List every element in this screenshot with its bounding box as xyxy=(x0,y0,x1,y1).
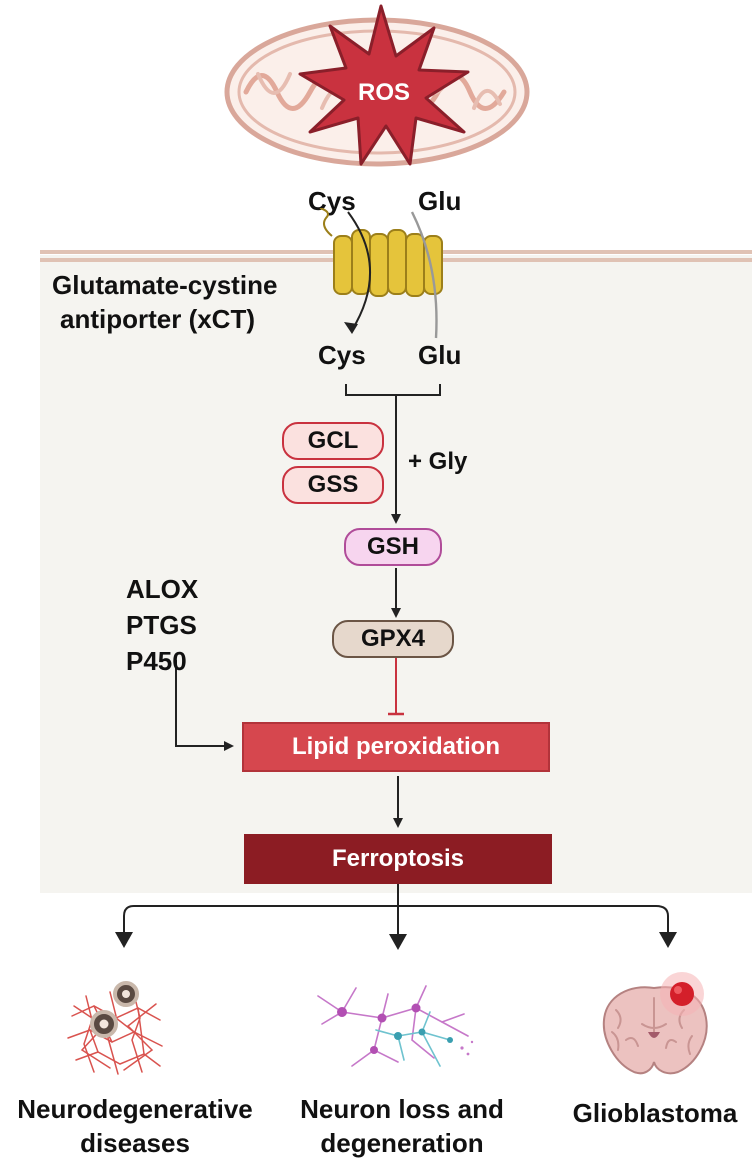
ros-label: ROS xyxy=(358,79,410,106)
glu-outside-label: Glu xyxy=(418,186,462,216)
mitochondrion-icon: ROS xyxy=(224,4,530,167)
ptgs-label: PTGS xyxy=(126,610,197,640)
gsh-node: GSH xyxy=(344,528,442,566)
gpx4-node: GPX4 xyxy=(332,620,454,658)
outcome-neurodegenerative-line2: diseases xyxy=(80,1128,190,1158)
alox-label: ALOX xyxy=(126,574,199,604)
outcome-neuron-loss-line1: Neuron loss and xyxy=(300,1094,504,1124)
xct-name-line2: antiporter (xCT) xyxy=(60,304,255,334)
brain-tumor-icon xyxy=(602,972,708,1075)
xct-name-line1: Glutamate-cystine xyxy=(52,270,278,300)
lipid-peroxidation-box: Lipid peroxidation xyxy=(242,722,550,772)
outcome-neuron-loss-line2: degeneration xyxy=(320,1128,484,1158)
amyloid-plaque-icon xyxy=(67,981,163,1075)
neurons-icon xyxy=(317,985,474,1067)
xct-transporter-icon xyxy=(319,208,443,339)
ros-star-icon xyxy=(298,4,470,166)
outcome-glioblastoma: Glioblastoma xyxy=(572,1098,738,1128)
gcl-enzyme: GCL xyxy=(282,422,384,460)
outcome-neurodegenerative-line1: Neurodegenerative xyxy=(17,1094,253,1124)
cys-outside-label: Cys xyxy=(308,186,356,216)
gss-enzyme: GSS xyxy=(282,466,384,504)
glycine-label: + Gly xyxy=(408,448,468,475)
p450-label: P450 xyxy=(126,646,187,676)
ferroptosis-box: Ferroptosis xyxy=(244,834,552,884)
glu-inside-label: Glu xyxy=(418,340,462,370)
cys-inside-label: Cys xyxy=(318,340,366,370)
